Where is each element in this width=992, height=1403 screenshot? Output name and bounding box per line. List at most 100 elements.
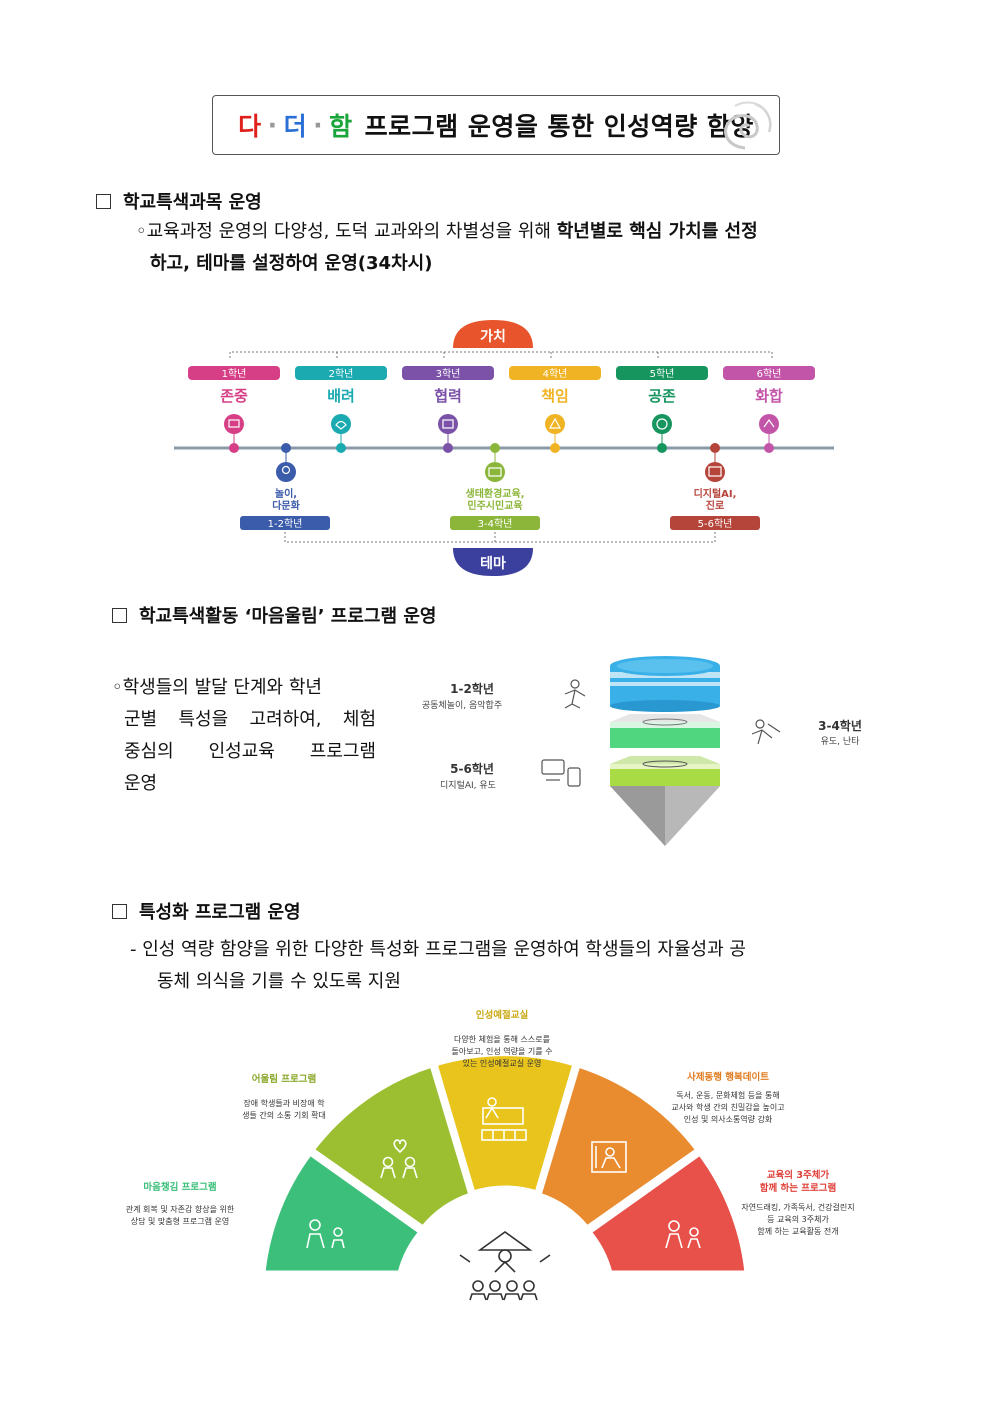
program-desc: 인성 및 의사소통역량 강화	[684, 1114, 773, 1124]
program-label-etiquette: 인성예절교실 다양한 체험을 통해 스스로를 돌아보고, 인성 역량을 기를 수…	[451, 1009, 552, 1068]
grade-value: 배려	[327, 387, 355, 405]
grade-label: 4학년	[543, 368, 568, 380]
section3-heading-text: 특성화 프로그램 운영	[139, 902, 301, 923]
respect-icon	[224, 414, 244, 434]
care-icon	[331, 414, 351, 434]
program-desc: 함께 하는 교육활동 전개	[757, 1226, 838, 1236]
lightbulb-icon	[276, 462, 296, 482]
program-segment-etiquette	[431, 1051, 579, 1197]
grade-column-4: 4학년 책임	[509, 366, 601, 453]
checkbox-square-icon	[112, 607, 127, 623]
grade-value: 화합	[755, 387, 783, 405]
program-desc: 관계 회복 및 자존감 향상을 위한	[126, 1204, 235, 1214]
title-rest: 프로그램 운영을 통한 인성역량 함양	[364, 112, 754, 141]
program-title: 어울림 프로그램	[252, 1073, 317, 1085]
program-desc: 다양한 체험을 통해 스스로를	[454, 1034, 550, 1044]
harmony-icon	[759, 414, 779, 434]
theme-text: 생태환경교육,	[466, 487, 525, 500]
checkbox-square-icon	[112, 903, 127, 919]
title-dot-1: ·	[267, 110, 278, 140]
checkbox-square-icon	[96, 193, 111, 209]
responsibility-icon	[545, 414, 565, 434]
grade-label: 3학년	[436, 368, 461, 380]
section1-line2-bold: 하고, 테마를 설정하여 운영(34차시)	[150, 253, 433, 274]
title-da: 다	[238, 112, 262, 141]
grade-label: 6학년	[757, 368, 782, 380]
program-desc: 교사와 학생 간의 친밀감을 높이고	[671, 1102, 784, 1112]
theme-text: 진로	[706, 499, 724, 512]
friends-heart-icon	[380, 1139, 418, 1179]
program-desc: 장애 학생들과 비장애 학	[243, 1098, 325, 1108]
section2-line: 운영	[124, 773, 158, 794]
theme-text: 놀이,	[275, 487, 297, 500]
program-desc: 생들 간의 소통 기회 확대	[242, 1110, 326, 1120]
section2-line: 군별 특성을 고려하여, 체험	[124, 709, 376, 730]
grade-value: 공존	[648, 387, 676, 405]
title-dot-2: ·	[313, 110, 324, 140]
programs-fan-diagram: 마음챙김 프로그램 관계 회복 및 자존감 향상을 위한 상담 및 맞춤형 프로…	[126, 1009, 855, 1301]
grade-column-3: 3학년 협력	[402, 366, 494, 453]
coexistence-icon	[652, 414, 672, 434]
values-themes-diagram: 가치 1학년 존중 2학년 배려 3학년 협력 4학년 책임	[174, 320, 834, 576]
ecology-icon	[485, 462, 505, 482]
section2-line: ◦학생들의 발달 단계와 학년	[112, 677, 322, 698]
grade-label: 5학년	[650, 368, 675, 380]
value-header-pill	[453, 320, 533, 348]
section3-line2: 동체 의식을 기를 수 있도록 지원	[157, 971, 401, 992]
section3-heading: 특성화 프로그램 운영	[112, 898, 301, 924]
top-cylinder-layer	[610, 656, 720, 712]
theme-band: 1-2학년	[268, 518, 303, 530]
program-label-teacher-student-date: 사제동행 행복데이트 독서, 운동, 문화체험 등을 통해 교사와 학생 간의 …	[671, 1071, 784, 1124]
program-segment-three-subjects	[585, 1149, 750, 1276]
section1-line1-bold: 학년별로 핵심 가치를 선정	[556, 221, 758, 242]
program-desc: 있는 인성예절교실 운영	[463, 1058, 542, 1068]
middle-hexagon-layer	[610, 714, 720, 748]
stage-sub: 디지털AI, 유도	[440, 779, 496, 791]
theme-header-text: 테마	[480, 556, 506, 572]
program-segment-teacher-student-date	[535, 1061, 702, 1232]
section2-heading-text: 학교특색활동 ‘마음울림’ 프로그램 운영	[139, 606, 437, 627]
family-tree-icon	[665, 1220, 701, 1249]
grade-label: 1학년	[222, 368, 247, 380]
theme-column-2: 생태환경교육, 민주시민교육 3-4학년	[450, 443, 540, 530]
section2-line: 중심의 인성교육 프로그램	[124, 741, 376, 762]
title-ham: 함	[329, 112, 353, 141]
stage-sub: 유도, 난타	[821, 736, 861, 747]
grade-value: 협력	[434, 387, 462, 405]
section1-line1-normal: ◦교육과정 운영의 다양성, 도덕 교과와의 차별성을 위해	[136, 221, 557, 242]
classroom-teacher-icon	[481, 1097, 527, 1141]
theme-band: 3-4학년	[478, 518, 513, 530]
cooperation-icon	[438, 414, 458, 434]
program-title: 함께 하는 프로그램	[760, 1182, 837, 1194]
program-desc: 등 교육의 3주체가	[767, 1214, 829, 1224]
program-label-mindfulness: 마음챙김 프로그램 관계 회복 및 자존감 향상을 위한 상담 및 맞춤형 프로…	[126, 1181, 235, 1226]
theme-text: 디지털AI,	[694, 487, 737, 500]
devices-icon	[541, 759, 581, 787]
section1-heading-text: 학교특색과목 운영	[123, 192, 262, 213]
stage-title: 3-4학년	[818, 718, 862, 733]
people-care-icon	[306, 1219, 345, 1249]
section3-paragraph: - 인성 역량 함양을 위한 다양한 특성화 프로그램을 운영하여 학생들의 자…	[130, 934, 900, 998]
dancing-person-icon	[564, 679, 586, 709]
program-segment-harmony	[308, 1061, 475, 1232]
teacher-student-icon	[591, 1141, 627, 1173]
theme-column-3: 디지털AI, 진로 5-6학년	[670, 443, 760, 530]
title-deo: 더	[283, 112, 308, 141]
value-header-text: 가치	[480, 329, 506, 345]
program-desc: 자연드래킹, 가족독서, 건강걸린지	[741, 1202, 854, 1212]
maeum-ullim-diagram: 1-2학년 공동체놀이, 음악합주 5-6학년 디지털AI, 유도 3-4학년 …	[422, 656, 862, 846]
theme-text: 다문화	[272, 499, 300, 512]
program-desc: 독서, 운동, 문화체험 등을 통해	[676, 1090, 780, 1100]
program-title: 사제동행 행복데이트	[687, 1071, 769, 1083]
stage-title: 5-6학년	[450, 761, 494, 776]
program-title: 인성예절교실	[476, 1009, 529, 1021]
stage-sub: 공동체놀이, 음악합주	[422, 699, 502, 711]
grade-label: 2학년	[329, 368, 354, 380]
program-label-harmony: 어울림 프로그램 장애 학생들과 비장애 학 생들 간의 소통 기회 확대	[242, 1073, 326, 1120]
section1-paragraph: ◦교육과정 운영의 다양성, 도덕 교과와의 차별성을 위해 학년별로 핵심 가…	[136, 216, 906, 280]
grade-column-1: 1학년 존중	[188, 366, 280, 453]
judo-icon	[751, 719, 781, 745]
program-label-three-subjects: 교육의 3주체가 함께 하는 프로그램 자연드래킹, 가족독서, 건강걸린지 등…	[741, 1169, 854, 1236]
theme-text: 민주시민교육	[467, 499, 522, 512]
page-title-box: 다 · 더 · 함 프로그램 운영을 통한 인성역량 함양	[212, 95, 780, 155]
